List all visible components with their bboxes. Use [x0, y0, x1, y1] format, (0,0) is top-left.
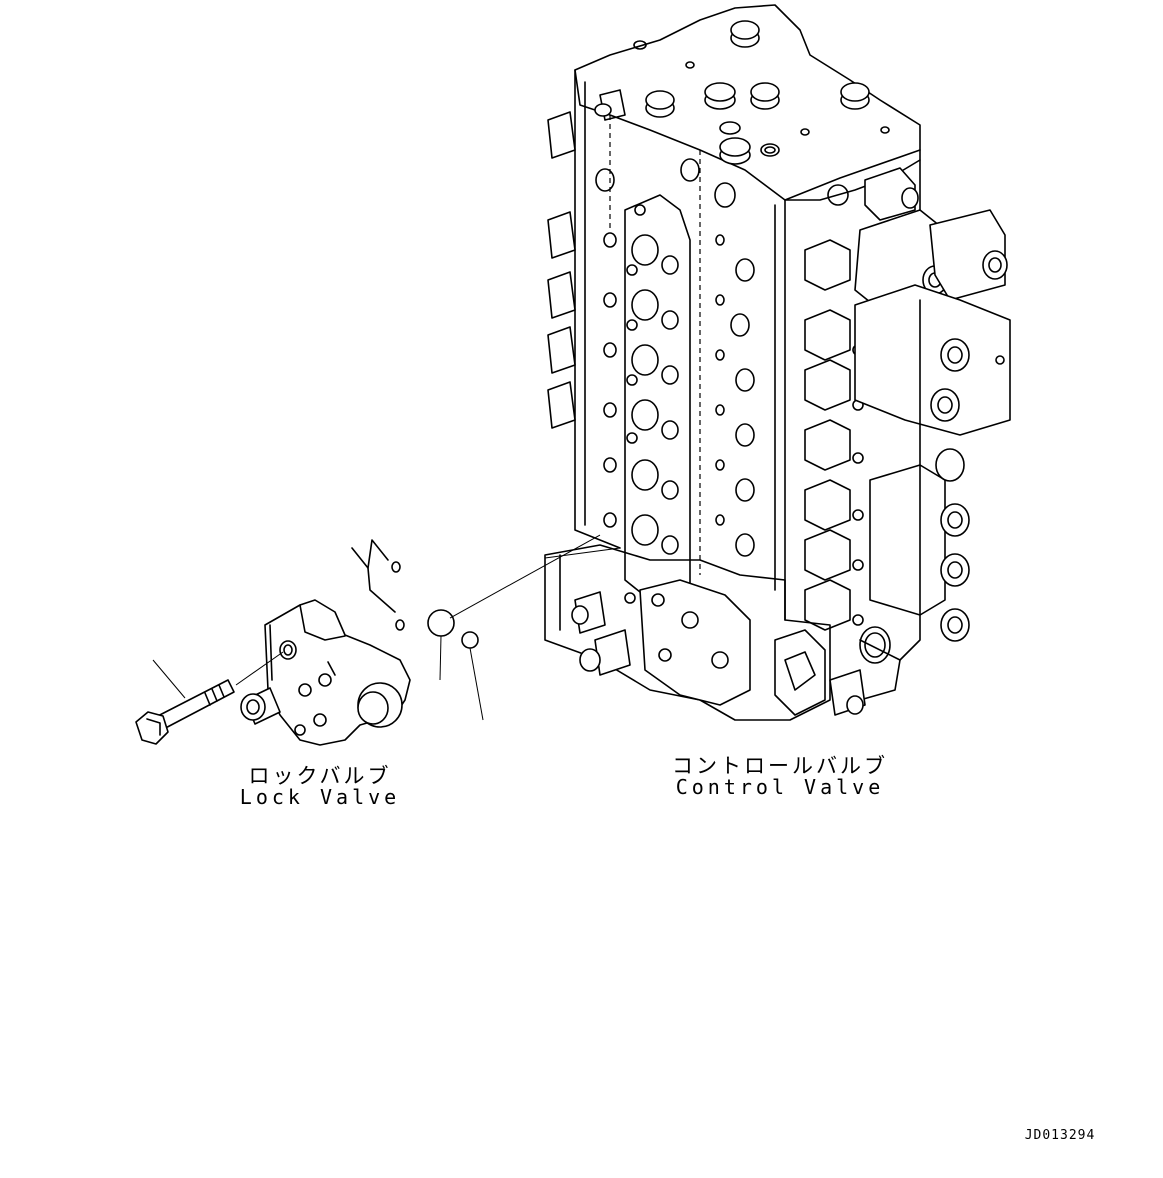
spool-caps — [624, 194, 691, 601]
leader-line — [544, 547, 621, 559]
o-rings — [427, 534, 601, 721]
solenoid-valves — [854, 167, 1011, 701]
control-valve — [544, 4, 1011, 721]
control-valve-label-jp: コントロールバルブ — [672, 754, 888, 778]
lower-block — [544, 544, 891, 721]
lock-valve-label-en: Lock Valve — [239, 785, 401, 809]
bolt — [135, 651, 284, 745]
drawing-number: JD013294 — [1024, 1128, 1096, 1143]
lock-valve — [240, 599, 411, 746]
front-ports — [595, 158, 755, 557]
lock-valve-label-jp: ロックバルブ — [248, 764, 392, 788]
right-nuts — [804, 184, 864, 631]
top-bolts — [594, 20, 890, 165]
wire-clip — [351, 539, 405, 631]
control-valve-label-en: Control Valve — [675, 775, 885, 799]
left-fittings — [547, 111, 576, 429]
